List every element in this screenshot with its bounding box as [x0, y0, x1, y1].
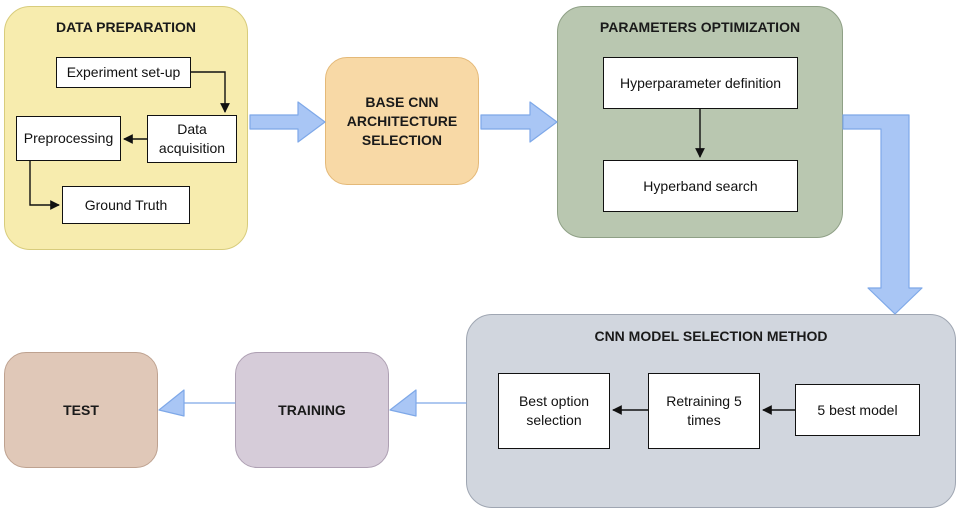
cnn-model-selection-title: CNN MODEL SELECTION METHOD — [594, 328, 828, 344]
flow-arrow-selection-to-training — [389, 389, 467, 417]
flow-arrow-prep-to-base — [249, 101, 326, 143]
test-box: TEST — [4, 352, 158, 468]
hyperparameter-definition-box: Hyperparameter definition — [603, 57, 798, 109]
flow-arrow-training-to-test — [158, 389, 236, 417]
connector-experiment-to-acquisition — [191, 71, 230, 113]
ground-truth-box: Ground Truth — [62, 186, 190, 224]
flow-arrow-base-to-params — [480, 101, 558, 143]
retraining-box: Retraining 5 times — [648, 373, 760, 449]
flow-arrow-params-to-selection — [842, 114, 923, 315]
parameters-optimization-title: PARAMETERS OPTIMIZATION — [599, 19, 801, 35]
data-preparation-title: DATA PREPARATION — [56, 19, 196, 35]
base-cnn-architecture-box: BASE CNN ARCHITECTURE SELECTION — [325, 57, 479, 185]
best-model-box: 5 best model — [795, 384, 920, 436]
training-box: TRAINING — [235, 352, 389, 468]
preprocessing-box: Preprocessing — [16, 116, 121, 161]
best-option-selection-box: Best option selection — [498, 373, 610, 449]
connector-preprocessing-to-ground-truth — [29, 161, 60, 210]
data-acquisition-box: Data acquisition — [147, 115, 237, 163]
hyperband-search-box: Hyperband search — [603, 160, 798, 212]
experiment-setup-box: Experiment set-up — [56, 57, 191, 88]
